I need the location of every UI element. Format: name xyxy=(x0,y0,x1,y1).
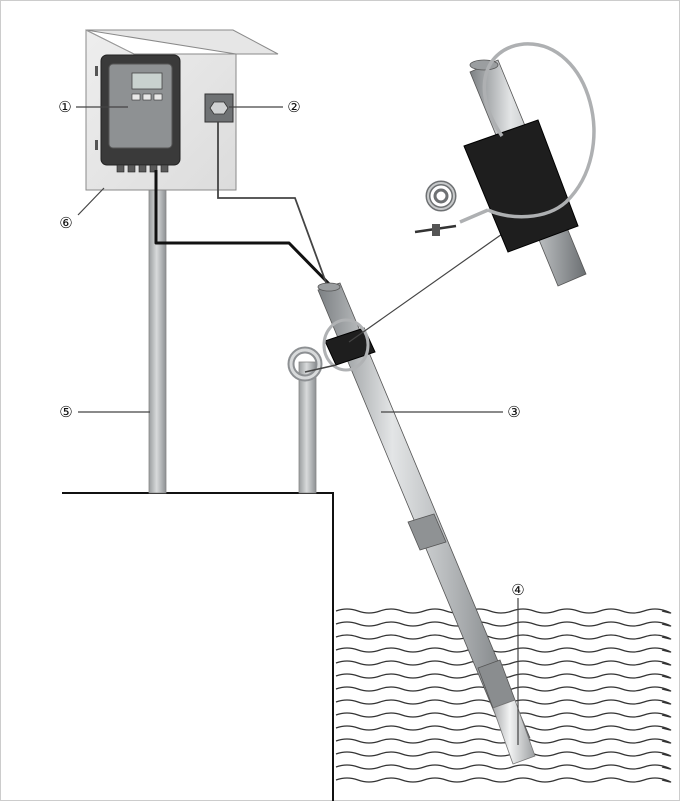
transmitter-housing xyxy=(100,54,181,173)
water-wave xyxy=(335,686,672,692)
junction-cable xyxy=(217,122,329,289)
water-wave xyxy=(335,673,672,679)
water-wave xyxy=(335,777,672,783)
sensor-pipe xyxy=(317,282,531,746)
callout-sensor-pipe: ③ xyxy=(507,403,520,421)
pipe-clamp xyxy=(304,318,376,373)
callout-labels: ① ② ③ ④ ⑤ ⑥ xyxy=(58,98,524,599)
water-wave xyxy=(335,621,672,627)
water-wave xyxy=(335,660,672,666)
water-wave xyxy=(335,634,672,640)
water-wave xyxy=(335,764,672,770)
callout-weather-cabinet: ⑥ xyxy=(59,214,72,232)
water-wave xyxy=(335,608,672,614)
tank-wall xyxy=(62,492,334,801)
water-wave xyxy=(335,738,672,744)
pipe-holder-post xyxy=(287,346,323,494)
callout-sensor-tip: ④ xyxy=(511,581,524,599)
water-wave xyxy=(335,751,672,757)
callout-transmitter: ① xyxy=(58,98,71,116)
cable-gland xyxy=(160,164,169,173)
sensor-tip xyxy=(477,659,536,765)
cable-gland xyxy=(116,164,125,173)
junction-box xyxy=(204,93,234,123)
callout-leaders xyxy=(76,106,519,745)
callout-support-post: ⑤ xyxy=(59,403,72,421)
cable-gland xyxy=(149,164,158,173)
signal-cable xyxy=(154,170,337,292)
cable-gland xyxy=(127,164,136,173)
callout-junction-box: ② xyxy=(287,98,300,116)
clamp-detail-view xyxy=(348,42,596,343)
water-wave xyxy=(335,647,672,653)
cable-gland xyxy=(138,164,147,173)
